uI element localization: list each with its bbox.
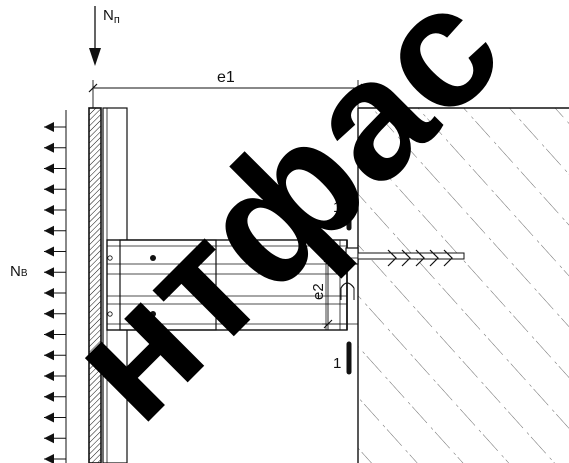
dimension-e2-label: e2 — [310, 283, 327, 300]
dimension-e1-label: e1 — [217, 69, 235, 86]
section-label-top: 1 — [333, 199, 341, 216]
load-arrow — [44, 184, 66, 195]
load-arrow — [44, 412, 66, 423]
section-mark-top: 1 — [333, 199, 352, 231]
load-arrow — [44, 122, 66, 132]
bracket — [106, 239, 355, 331]
section-mark-bottom: 1 — [333, 341, 352, 375]
svg-text:NВ: NВ — [10, 263, 28, 280]
load-arrow — [44, 433, 66, 444]
load-arrow — [44, 350, 66, 361]
facade-panel — [88, 107, 102, 463]
load-arrow — [44, 308, 66, 319]
load-arrow — [44, 225, 66, 236]
anchor-dowel — [345, 247, 465, 267]
section-label-bottom: 1 — [333, 355, 341, 372]
wind-load: NВ — [10, 110, 67, 463]
load-arrow — [44, 267, 66, 278]
dimension-e2: e2 — [310, 250, 358, 330]
load-arrow — [44, 454, 66, 463]
load-arrow — [44, 163, 66, 174]
svg-text:Nп: Nп — [103, 7, 120, 26]
wind-load-label: N — [10, 263, 21, 280]
force-top: Nп — [89, 6, 120, 66]
wall — [357, 107, 569, 463]
load-arrow — [44, 288, 66, 298]
force-top-label: N — [103, 7, 114, 24]
force-top-subscript: п — [114, 14, 120, 26]
dimension-e1: e1 — [88, 69, 363, 108]
load-arrow — [44, 391, 66, 402]
load-arrow — [44, 142, 66, 153]
load-arrow — [44, 205, 66, 215]
load-arrow — [44, 371, 66, 381]
load-arrow — [44, 329, 66, 340]
wind-load-subscript: В — [21, 268, 28, 279]
load-arrows — [44, 122, 66, 463]
load-arrow — [44, 246, 66, 257]
